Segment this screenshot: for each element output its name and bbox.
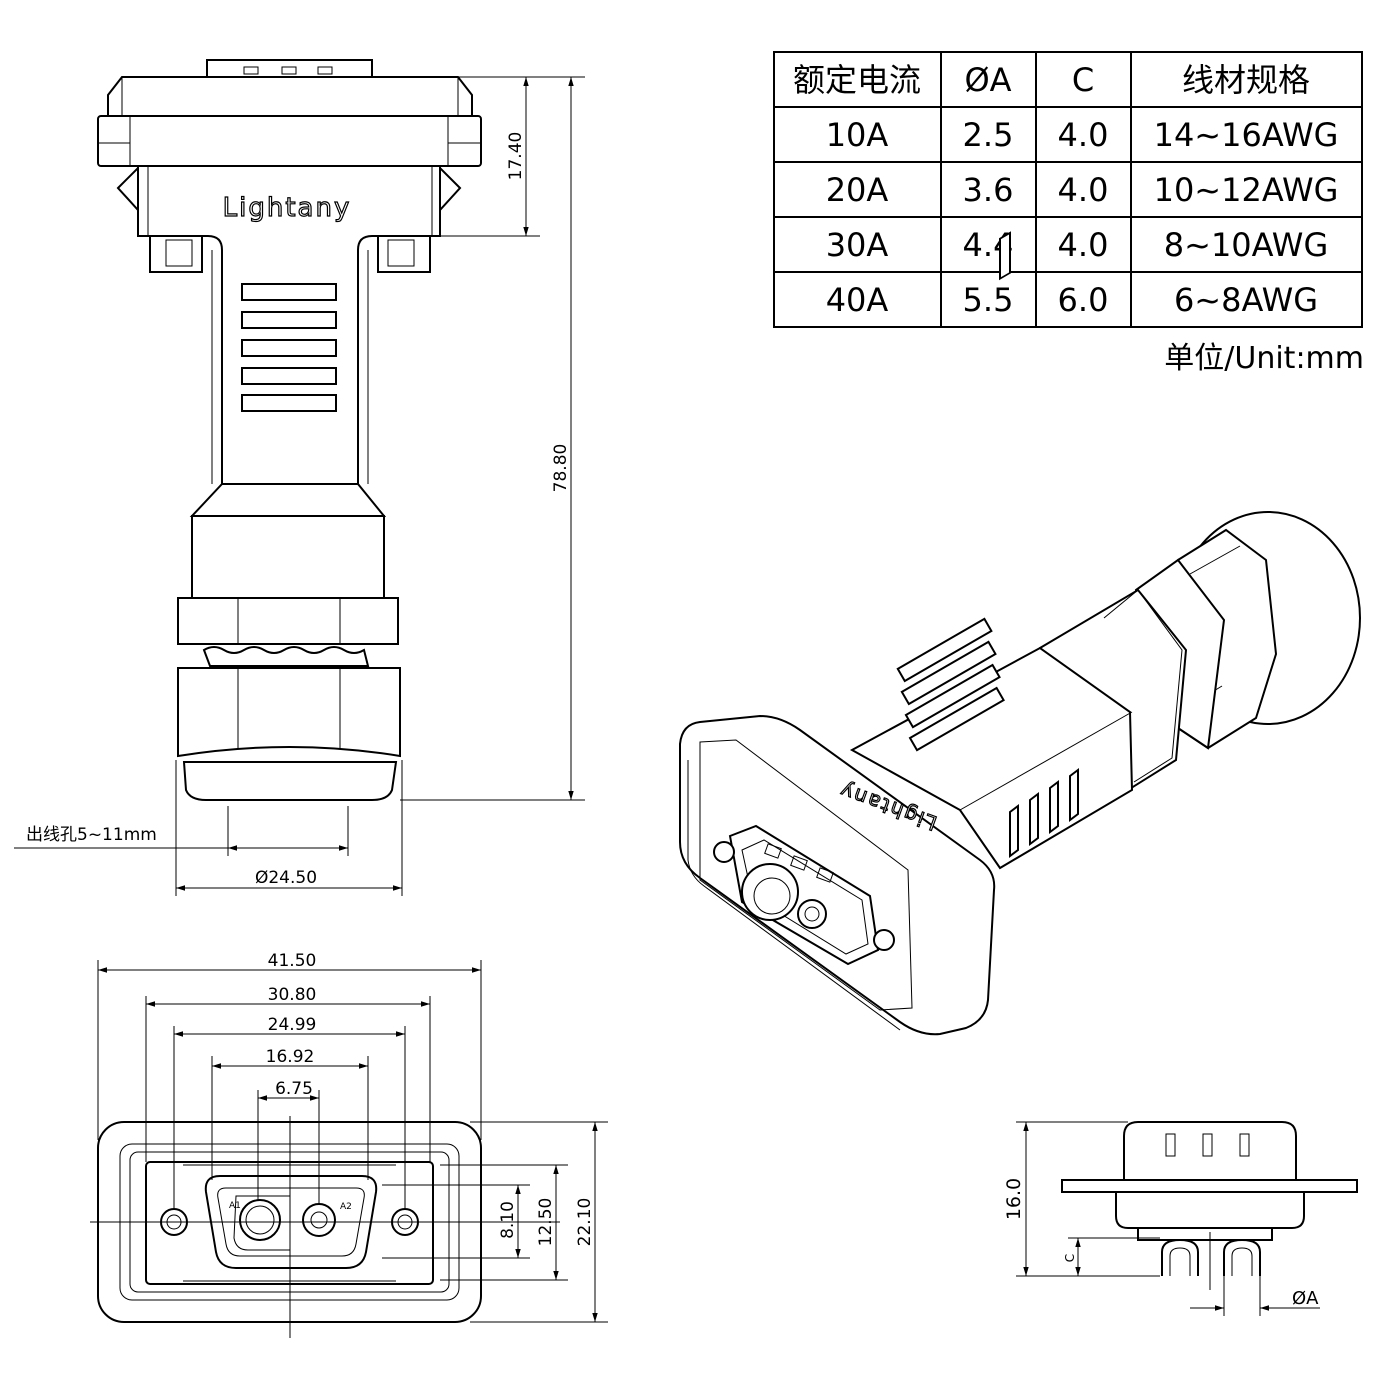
side-view-dimensions: 17.40 78.80 出线孔5~11mm Ø24.50	[14, 76, 585, 896]
table-header-wire: 线材规格	[1182, 61, 1310, 99]
dim-c-label: C	[1063, 1254, 1077, 1262]
pin-label-a2: A2	[340, 1202, 352, 1212]
spec-table: 额定电流 ØA C 线材规格 10A 2.5 4.0 14~16AWG 20A …	[773, 51, 1363, 328]
dim-top-height: 17.40	[506, 132, 526, 181]
dim-16-0: 16.0	[1003, 1178, 1025, 1220]
table-cell: 4.0	[1058, 226, 1109, 264]
side-view: Lightany	[97, 59, 482, 801]
table-cell: 20A	[826, 171, 889, 209]
unit-note: 单位/Unit:mm	[1164, 341, 1364, 376]
pin-profile-view	[1061, 1121, 1358, 1290]
table-cell: 10A	[826, 116, 889, 154]
table-cell: 14~16AWG	[1154, 116, 1339, 154]
side-vents	[999, 231, 1011, 281]
diameter-label: Ø24.50	[255, 868, 317, 888]
table-cell: 6.0	[1058, 281, 1109, 319]
table-cell: 3.6	[963, 171, 1014, 209]
table-header-current: 额定电流	[793, 61, 921, 99]
front-view-dimensions: 41.50 30.80 24.99 16.92 6.75 8.10 12.50 …	[97, 951, 608, 1323]
dim-30-80: 30.80	[268, 985, 317, 1005]
pin-label-a1: A1	[229, 1201, 241, 1211]
iso-view: Lightany	[679, 231, 1361, 1036]
dim-16-92: 16.92	[266, 1047, 315, 1067]
table-cell: 8~10AWG	[1164, 226, 1328, 264]
table-cell: 5.5	[963, 281, 1014, 319]
dim-6-75: 6.75	[275, 1079, 313, 1099]
outlet-label: 出线孔5~11mm	[26, 825, 157, 845]
table-header-c: C	[1072, 61, 1094, 99]
table-cell: 30A	[826, 226, 889, 264]
side-brand-logo: Lightany	[223, 193, 352, 223]
front-view: A1 A2	[90, 1116, 560, 1338]
dim-total-height: 78.80	[551, 444, 571, 493]
table-cell: 2.5	[963, 116, 1014, 154]
table-cell: 4.0	[1058, 116, 1109, 154]
table-cell: 40A	[826, 281, 889, 319]
table-cell: 6~8AWG	[1174, 281, 1318, 319]
dim-22-10: 22.10	[575, 1198, 595, 1247]
pin-profile-dimensions: 16.0 C ØA	[1003, 1121, 1320, 1316]
dim-a-label: ØA	[1292, 1288, 1319, 1309]
table-cell: 10~12AWG	[1154, 171, 1339, 209]
dim-41-50: 41.50	[268, 951, 317, 971]
dim-8-10: 8.10	[498, 1201, 518, 1239]
table-header-diameter: ØA	[964, 61, 1011, 99]
dim-12-50: 12.50	[536, 1198, 556, 1247]
table-cell: 4.0	[1058, 171, 1109, 209]
dim-24-99: 24.99	[268, 1015, 317, 1035]
